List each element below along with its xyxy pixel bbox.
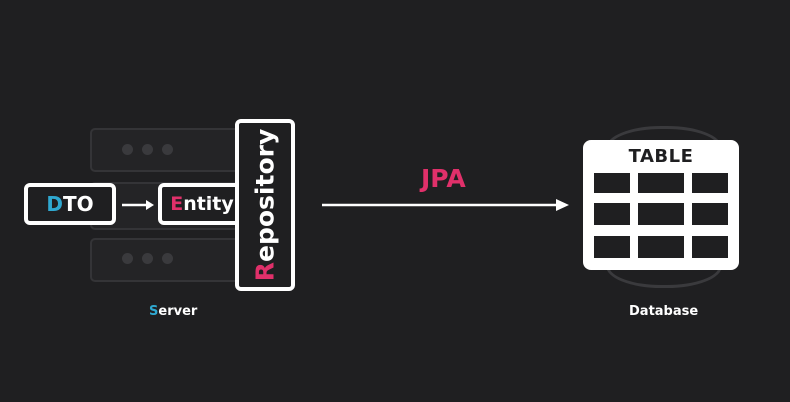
server-caption: Server (149, 304, 198, 319)
table-cell (692, 173, 728, 193)
table-cell (594, 203, 630, 225)
table-cell (692, 236, 728, 258)
rack-dot (122, 144, 133, 155)
table-cell (638, 236, 684, 258)
rack-dot (122, 253, 133, 264)
rack-dot (142, 253, 153, 264)
entity-rest: ntity (183, 193, 234, 215)
repository-box: Repository (235, 119, 295, 291)
jpa-label: JPA (421, 164, 466, 193)
database-caption: Database (629, 304, 699, 319)
rack-dot (162, 253, 173, 264)
table-title: TABLE (628, 146, 694, 167)
dto-initial: D (46, 192, 63, 216)
table-cell (594, 236, 630, 258)
entity-initial: E (170, 193, 184, 215)
repository-label: Repository (250, 128, 280, 282)
table-cell (638, 203, 684, 225)
table-icon: TABLE (583, 140, 739, 270)
jpa-arrow (322, 199, 569, 211)
table-cell (638, 173, 684, 193)
rack-dot (162, 144, 173, 155)
table-cell (692, 203, 728, 225)
dto-to-entity-arrow (122, 200, 154, 210)
dto-rest: TO (62, 192, 94, 216)
table-cell (594, 173, 630, 193)
rack-dot (142, 144, 153, 155)
